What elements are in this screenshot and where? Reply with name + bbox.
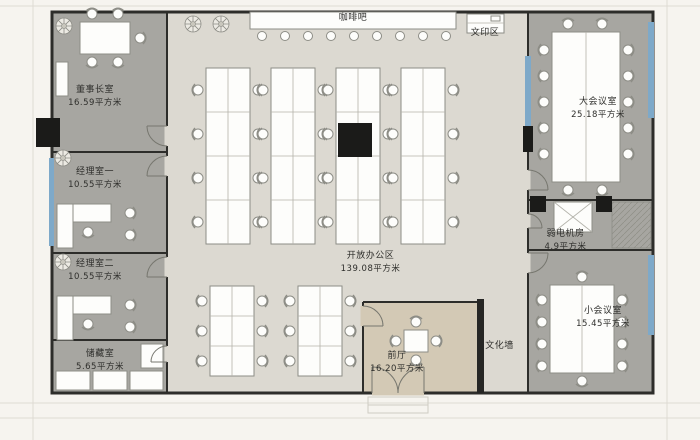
low-voltage-equipment [553,201,652,249]
small-conference-furniture [535,270,629,388]
entrance-steps [367,396,429,414]
window-accents [49,22,654,335]
door-swings [146,125,549,394]
window-left [49,158,54,246]
storage-shelves [55,343,164,391]
window-right-top [648,22,654,118]
glass-partition [525,56,531,126]
manager-two-furniture [56,295,137,341]
chairman-office-furniture [55,7,147,97]
large-conference-furniture [537,17,635,197]
structural-columns [36,118,612,212]
front-hall-table [389,315,443,367]
manager-one-furniture [56,203,137,249]
culture-wall-segment [477,299,484,393]
window-right-bottom [648,255,654,335]
coffee-bar [249,11,457,41]
copier [466,13,505,34]
